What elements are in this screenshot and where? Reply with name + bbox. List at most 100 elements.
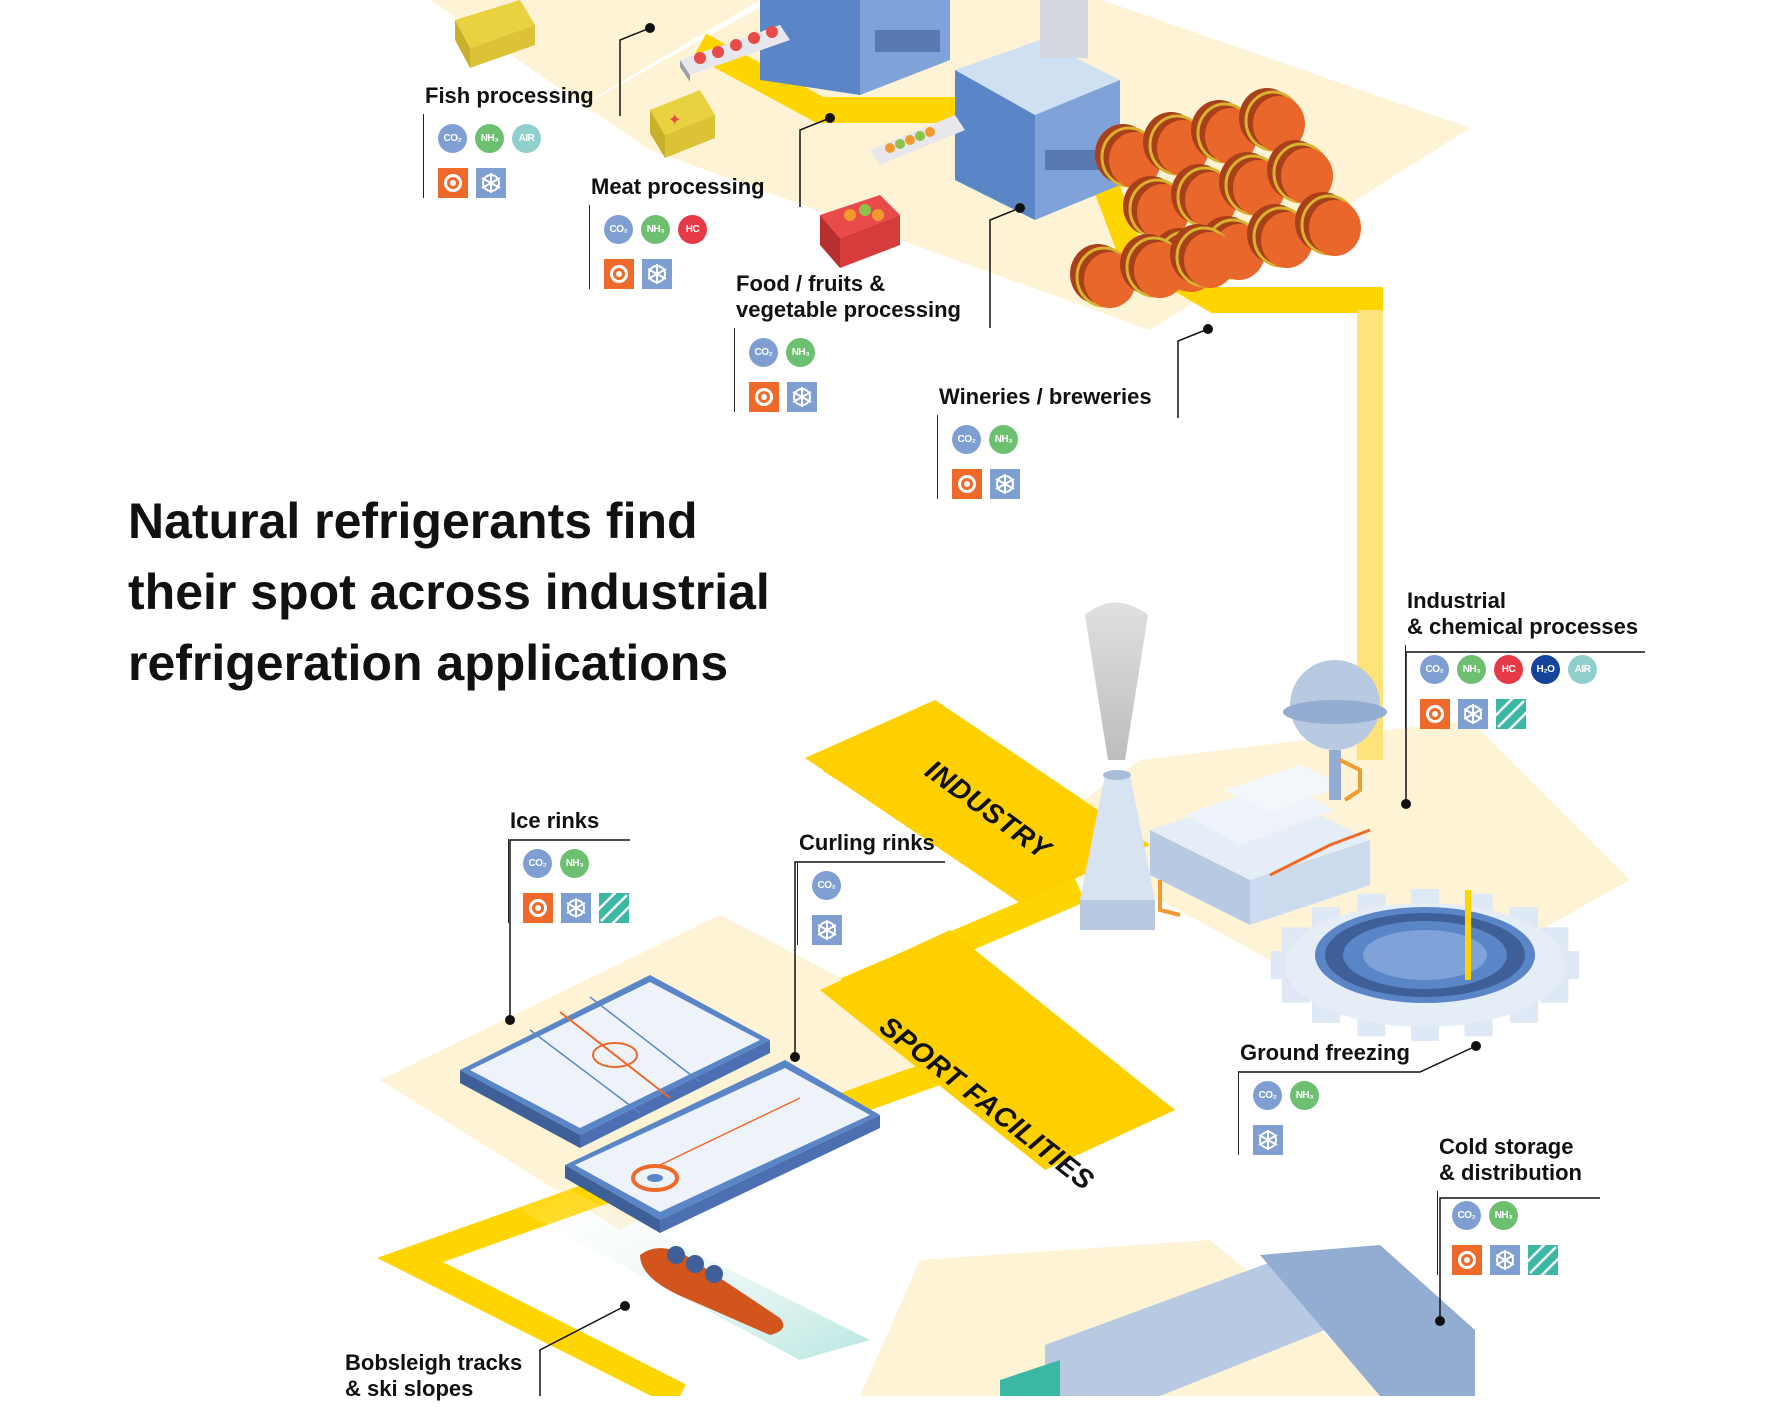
equipment-row (749, 382, 961, 412)
refrigerant-badge: CO₂ (812, 870, 841, 900)
refrigerant-badge: CO₂ (1253, 1080, 1282, 1110)
refrigerant-badge: AIR (512, 123, 541, 153)
refrigerant-badge: HC (678, 214, 707, 244)
refrigerant-badge: CO₂ (523, 848, 552, 878)
wine-barrels (1070, 88, 1361, 308)
evaporator-icon (1490, 1245, 1520, 1275)
callout-body: CO₂ NH₃ (734, 328, 961, 412)
callout-label-line: Bobsleigh tracks (345, 1350, 523, 1375)
compressor-icon (523, 893, 553, 923)
page-title: Natural refrigerants find their spot acr… (128, 486, 828, 699)
leader-dot (1435, 1316, 1445, 1326)
sport-banner (820, 930, 1175, 1170)
leader-line (1439, 1197, 1600, 1321)
refrigerant-badge: CO₂ (604, 214, 633, 244)
industrial-complex (1080, 602, 1387, 930)
refrigerant-badge: NH₃ (641, 214, 670, 244)
bobsleigh (500, 1185, 870, 1360)
leader-dot (825, 113, 835, 123)
callout-label: Fish processing (423, 83, 594, 114)
heat-exchanger-icon (1528, 1245, 1558, 1275)
equipment-row (1253, 1125, 1410, 1155)
leader-line (1177, 328, 1209, 418)
callout-label-line: Wineries / breweries (939, 384, 1152, 409)
barrel (1239, 88, 1305, 152)
callout-label: Industrial& chemical processes (1405, 588, 1638, 645)
ice-rink (460, 975, 770, 1148)
callout-label: Ice rinks (508, 808, 629, 839)
leader-dot (1401, 799, 1411, 809)
callout-label-line: & ski slopes (345, 1376, 474, 1401)
callout-label: Curling rinks (797, 830, 935, 861)
callout-label: Ground freezing (1238, 1040, 1410, 1071)
refrigerant-badge: NH₃ (1290, 1080, 1319, 1110)
equipment-row (952, 469, 1152, 499)
compressor-icon (438, 168, 468, 198)
barrel (1219, 152, 1285, 216)
callout-label-line: Ground freezing (1240, 1040, 1410, 1065)
callout-label-line: & distribution (1439, 1160, 1582, 1185)
equipment-row (812, 915, 935, 945)
refrigerant-badge: HC (1494, 654, 1523, 684)
refrigerant-badge: NH₃ (475, 123, 504, 153)
refrigerant-badge: H₂O (1531, 654, 1560, 684)
callout-label-line: vegetable processing (736, 297, 961, 322)
refrigerant-badge: NH₃ (786, 337, 815, 367)
leader-dot (1471, 1041, 1481, 1051)
freezing-pipe (1465, 890, 1471, 980)
title-line-2: their spot across industrial (128, 564, 770, 620)
gear-ring (1363, 930, 1487, 980)
callout-label-line: Curling rinks (799, 830, 935, 855)
refrigerant-row: CO₂ NH₃ (1253, 1080, 1410, 1110)
callout-label-line: Ice rinks (510, 808, 600, 833)
refrigerant-badge: NH₃ (560, 848, 589, 878)
leader-line (539, 1305, 626, 1396)
leader-line (619, 27, 651, 116)
callout-body: CO₂ NH₃ (1238, 1071, 1410, 1155)
refrigerant-row: CO₂ NH₃ HC (604, 214, 765, 244)
equipment-row (523, 893, 629, 923)
equipment-row (438, 168, 594, 198)
callout-label-line: & chemical processes (1407, 614, 1639, 639)
equipment-row (604, 259, 765, 289)
refrigerant-badge: NH₃ (1457, 654, 1486, 684)
callout-label-line: Food / fruits & (736, 271, 886, 296)
conveyors (680, 25, 965, 165)
vegetable-crate (820, 195, 900, 268)
title-line-3: refrigeration applications (128, 635, 729, 691)
evaporator-icon (476, 168, 506, 198)
equipment-row (1420, 699, 1638, 729)
leader-dot (505, 1015, 515, 1025)
industry-banner (805, 700, 1150, 903)
refrigerant-badge: CO₂ (1452, 1200, 1481, 1230)
leader-dot (645, 23, 655, 33)
callout-label: Wineries / breweries (937, 384, 1152, 415)
evaporator-icon (561, 893, 591, 923)
ground-freezing-gear (1271, 889, 1579, 1041)
leader-dot (790, 1052, 800, 1062)
curling-rink (565, 1060, 880, 1233)
evaporator-icon (1458, 699, 1488, 729)
callout-label: Bobsleigh tracks& ski slopes (343, 1350, 522, 1407)
refrigerant-badge: CO₂ (749, 337, 778, 367)
leader-line (1238, 1045, 1477, 1073)
callout-label-line: Industrial (1407, 588, 1507, 613)
evaporator-icon (642, 259, 672, 289)
leader-dot (1203, 324, 1213, 334)
callout-bobsleigh: Bobsleigh tracks& ski slopes (343, 1350, 522, 1407)
compressor-icon (604, 259, 634, 289)
refrigerant-badge: NH₃ (989, 424, 1018, 454)
fish-crates: ✦ (455, 0, 715, 158)
title-line-1: Natural refrigerants find (128, 493, 698, 549)
leader-lines (505, 23, 1645, 1396)
